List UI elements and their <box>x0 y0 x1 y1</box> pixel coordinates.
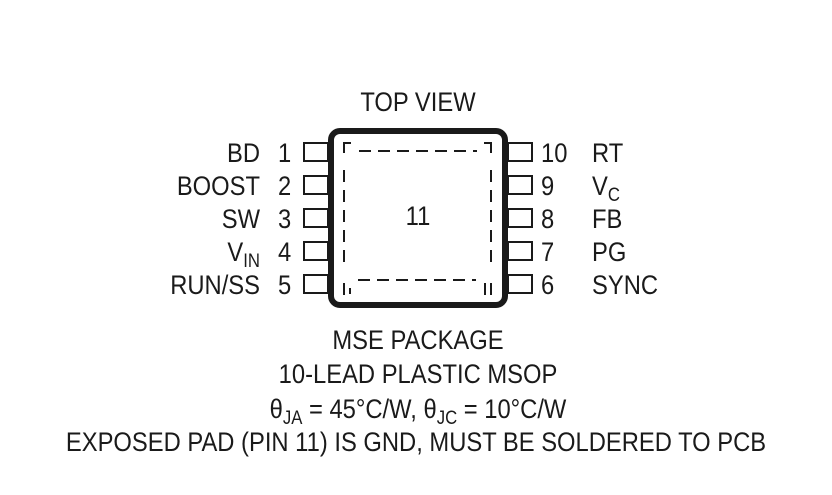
package-description: 10-LEAD PLASTIC MSOP <box>278 359 558 389</box>
pin-lead-5 <box>303 274 329 294</box>
pin-number-2: 2 <box>278 171 292 201</box>
pin-name-10: RT <box>592 138 624 168</box>
exposed-pad-number: 11 <box>405 201 431 231</box>
pin-number-1: 1 <box>278 138 292 168</box>
right-pin-leads <box>507 142 533 294</box>
diagram-title: TOP VIEW <box>360 87 476 117</box>
pin-lead-1 <box>303 142 329 162</box>
pin-number-9: 9 <box>541 171 555 201</box>
theta-ja-subscript: JA <box>282 408 303 429</box>
pin-lead-3 <box>303 208 329 228</box>
pin-lead-8 <box>507 208 533 228</box>
pin-name-9-subscript: C <box>607 185 620 206</box>
pin-name-5: RUN/SS <box>170 270 260 300</box>
pin-number-8: 8 <box>541 204 555 234</box>
pin-name-4: VIN <box>227 237 260 272</box>
pin-lead-4 <box>303 241 329 261</box>
exposed-pad-outline <box>343 142 492 295</box>
pin-lead-2 <box>303 175 329 195</box>
pin-name-8: FB <box>592 204 623 234</box>
pin-name-2: BOOST <box>176 171 260 201</box>
thermal-resistance: θJA = 45°C/W, θJC = 10°C/W <box>269 394 567 429</box>
theta-jc-subscript: JC <box>436 408 458 429</box>
pin-lead-9 <box>507 175 533 195</box>
pin-name-9: VC <box>592 171 620 206</box>
left-pin-leads <box>303 142 329 294</box>
exposed-pad-note: EXPOSED PAD (PIN 11) IS GND, MUST BE SOL… <box>65 427 767 457</box>
package-name: MSE PACKAGE <box>332 325 504 355</box>
pin-number-10: 10 <box>541 138 568 168</box>
pin-number-6: 6 <box>541 270 555 300</box>
pin-number-5: 5 <box>278 270 292 300</box>
pin-number-7: 7 <box>541 237 555 267</box>
pin-lead-6 <box>507 274 533 294</box>
pin-lead-7 <box>507 241 533 261</box>
package-body <box>328 128 508 308</box>
pin-number-4: 4 <box>278 237 292 267</box>
pin-name-3: SW <box>221 204 260 234</box>
pin-name-7: PG <box>592 237 627 267</box>
pin-name-4-subscript: IN <box>243 251 260 272</box>
pin-name-1: BD <box>226 138 260 168</box>
pin-number-3: 3 <box>278 204 292 234</box>
pin-lead-10 <box>507 142 533 162</box>
pin-name-6: SYNC <box>592 270 659 300</box>
